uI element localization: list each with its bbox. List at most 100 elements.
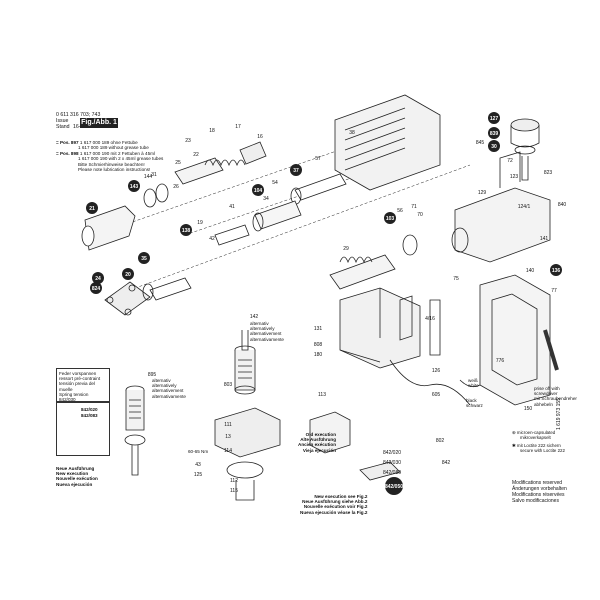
old-execution-block: Old execution Alte Ausführung Ancien exé… [298, 432, 337, 453]
position-label-136: 136 [552, 268, 561, 274]
position-label-31: 31 [151, 172, 157, 178]
position-badge-circle [90, 282, 102, 294]
position-badge-circle [550, 264, 562, 276]
position-badge-circle [92, 272, 104, 284]
legend-capsule-icon: ⊛ [512, 430, 517, 435]
position-label-112: 112 [230, 478, 238, 484]
position-label-803: 803 [224, 382, 233, 388]
position-label-144: 144 [144, 174, 153, 180]
position-badge-circle [252, 184, 264, 196]
position-label-180: 180 [314, 352, 323, 358]
position-label-72: 72 [507, 158, 513, 164]
position-label-43: 43 [195, 462, 201, 468]
position-label-25: 25 [175, 160, 181, 166]
position-label-70: 70 [417, 212, 423, 218]
position-label-842-030: 842/030 [383, 460, 401, 466]
position-label-802: 802 [436, 438, 445, 444]
position-label-141: 141 [540, 236, 549, 242]
document-code: 1 619 973 155 [556, 398, 562, 430]
position-label-26: 26 [173, 184, 179, 190]
figure-label: Fig./Abb. 1 [80, 118, 118, 128]
position-label-123: 123 [510, 174, 519, 180]
position-label-140: 140 [526, 268, 535, 274]
position-label-77: 77 [551, 288, 557, 294]
insert-842-020: 842/020 [81, 407, 98, 412]
position-label-839: 839 [490, 131, 499, 137]
position-label-126: 126 [432, 368, 441, 374]
note-en: Please note lubrication instructions! [78, 167, 151, 173]
position-label-776: 776 [496, 358, 505, 364]
position-badge-circle [128, 180, 140, 192]
position-label-104: 104 [254, 188, 263, 194]
position-label-113: 113 [318, 392, 326, 398]
position-badge-circle [488, 112, 500, 124]
position-label-842-050: 842/050 [385, 484, 403, 490]
note-898-line2: 1 617 000 190 with 2 x 45ml grease tubes [78, 156, 164, 162]
note-897-line2: 1 617 000 189 without grease tube [78, 145, 149, 151]
position-label-38: 38 [349, 130, 355, 136]
position-label-13: 13 [225, 434, 231, 440]
position-label-21: 21 [89, 206, 95, 212]
stand-label: Stand [56, 124, 70, 130]
position-label-842: 842 [442, 460, 451, 466]
insert-842-083: 842/083 [81, 413, 98, 418]
position-label-605: 605 [432, 392, 441, 398]
position-label-125: 125 [194, 472, 203, 478]
position-label-142: 142 [250, 314, 259, 320]
modifications-block: Modifications reserved Änderungen vorbeh… [512, 480, 567, 504]
position-label-114: 114 [224, 448, 232, 454]
position-label-75: 75 [453, 276, 459, 282]
position-label-131: 131 [314, 326, 323, 332]
new-execution-block: Neue Ausführung New execution Nouvelle e… [56, 466, 98, 487]
position-label-71: 71 [411, 204, 417, 210]
drawing-lines [81, 94, 559, 501]
position-badge-circle [138, 252, 150, 264]
position-label-41: 41 [229, 204, 235, 210]
position-badge-circle [488, 140, 500, 152]
position-label-16: 16 [257, 134, 263, 140]
position-label-111: 111 [224, 422, 232, 428]
new-execution-see-fig2-block: New execution see Fig.2 Neue Ausführung … [300, 494, 368, 515]
position-label-37: 37 [293, 168, 299, 174]
position-label-895: 895 [148, 372, 157, 378]
position-label-20: 20 [125, 272, 131, 278]
position-label-124-1: 124/1 [518, 204, 531, 210]
position-label-29: 29 [343, 246, 349, 252]
position-label-115: 115 [230, 488, 238, 494]
position-label-808: 808 [314, 342, 323, 348]
position-badge-circle [384, 212, 396, 224]
position-label-23: 23 [185, 138, 191, 144]
position-label-127: 127 [490, 116, 499, 122]
position-label-823: 823 [544, 170, 553, 176]
spring-note-box: Feder vorspannen ressort pré-contraint t… [56, 368, 110, 402]
note-pos-897: = Pos. 897 [56, 140, 79, 145]
legend: ⊛ microen-capsulated mikroverkapselt ✱ m… [512, 430, 565, 453]
position-label-840: 840 [558, 202, 567, 208]
position-label-4-16: 4/16 [425, 316, 435, 322]
position-label-138: 138 [182, 228, 191, 234]
dimension-note: 60-65 Nm [188, 449, 209, 454]
note-de: Bitte Schmierhinweise beachten! [78, 161, 145, 167]
position-badge-circle [180, 224, 192, 236]
position-badge-circle [290, 164, 302, 176]
position-label-842-080: 842/080 [383, 470, 401, 476]
position-label-824: 824 [92, 286, 101, 292]
position-label-18: 18 [209, 128, 215, 134]
position-label-17: 17 [235, 124, 241, 130]
position-label-35: 35 [141, 256, 147, 262]
note-897-line1: 1 617 000 189 ohne Fettube [79, 140, 138, 145]
position-label-42: 42 [209, 236, 215, 242]
note-pos-898: = Pos. 898 [56, 150, 79, 156]
position-label-22: 22 [193, 152, 199, 158]
issue-label: Issue [56, 118, 69, 124]
position-label-143: 143 [130, 184, 139, 190]
part-number: 0 611 316 703; 743 [56, 112, 101, 118]
position-label-103: 103 [386, 216, 395, 222]
position-badge-circle [488, 127, 500, 139]
